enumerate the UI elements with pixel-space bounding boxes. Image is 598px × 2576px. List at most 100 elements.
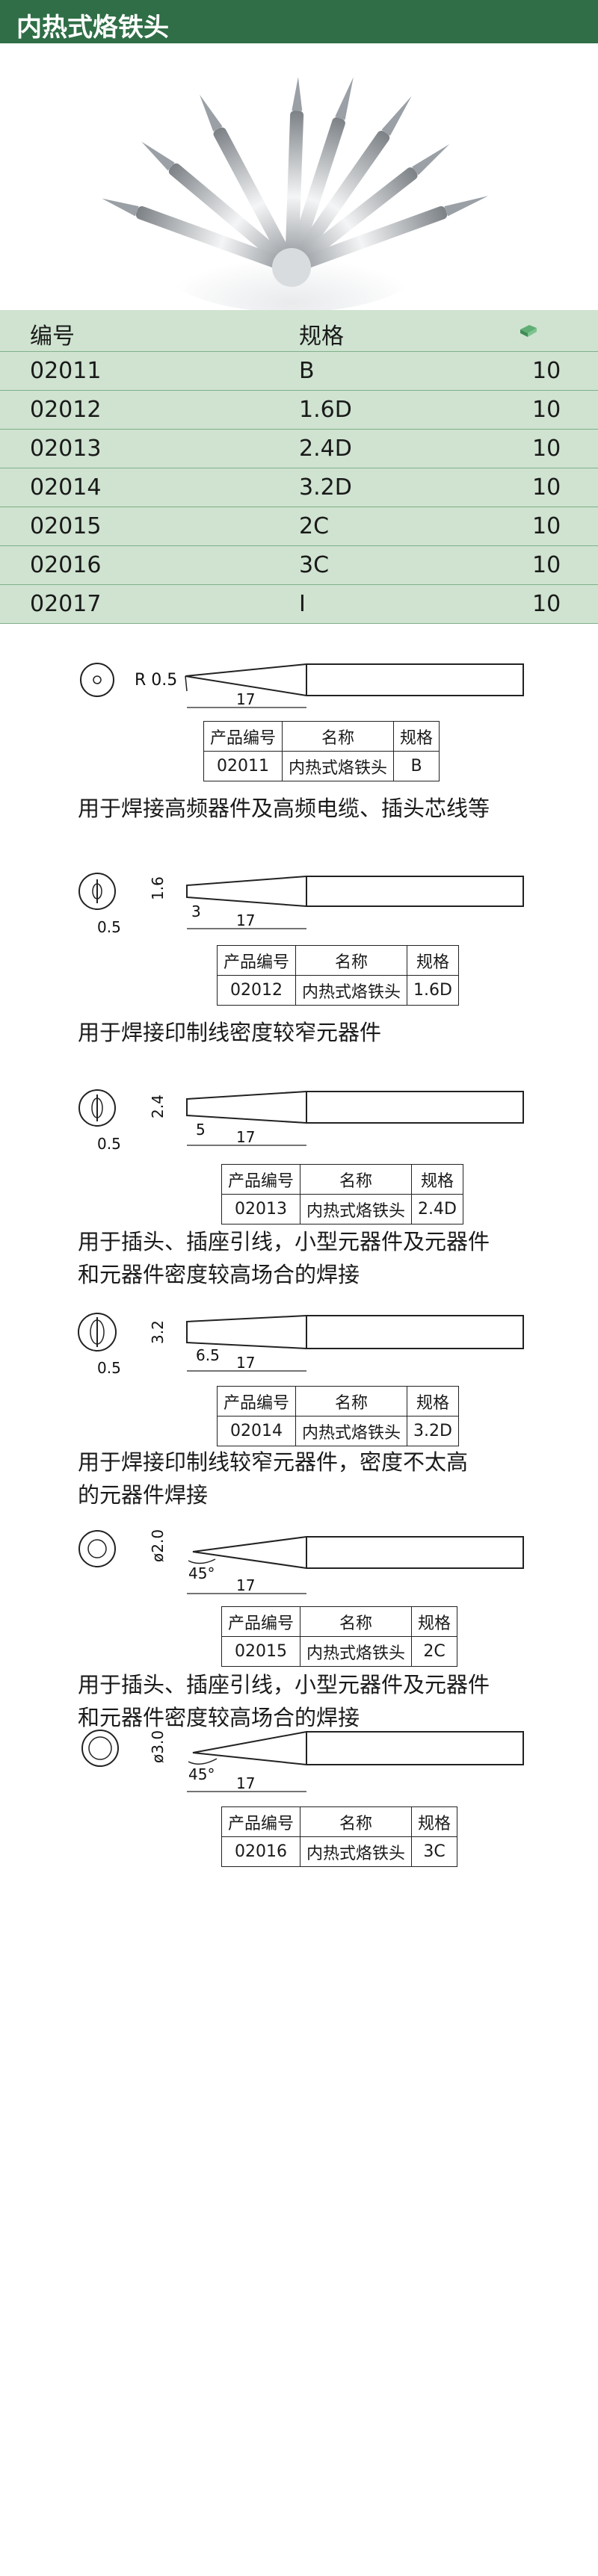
cell-spec: 1.6D xyxy=(299,397,352,423)
tip-spec: 1.6D xyxy=(407,975,459,1006)
tip-spec: 3C xyxy=(411,1836,458,1867)
cell-spec: 2C xyxy=(299,513,330,539)
dim-angle: 45° xyxy=(188,1564,215,1582)
desc-line: 的元器件焊接 xyxy=(78,1482,209,1508)
cell-qty: 10 xyxy=(532,436,561,462)
spec-row: 02014 3.2D 10 xyxy=(0,468,598,507)
desc-line: 用于插头、插座引线，小型元器件及元器件 xyxy=(78,1229,490,1254)
tip-drawing-3c-visible: ø3.0 45° 17 xyxy=(81,1730,524,1792)
label-code: 产品编号 xyxy=(221,1164,301,1195)
tip-code: 02015 xyxy=(221,1636,301,1667)
tip-drawing-3-2d: 0.5 3.2 6.5 17 xyxy=(78,1313,524,1377)
label-code: 产品编号 xyxy=(216,1386,297,1417)
desc-line: 用于焊接印制线密度较窄元器件 xyxy=(78,1020,382,1045)
header-bar: 内热式烙铁头 xyxy=(0,0,598,43)
label-name: 名称 xyxy=(300,1806,413,1837)
label-spec: 规格 xyxy=(411,1164,463,1195)
desc-line: 和元器件密度较高场合的焊接 xyxy=(78,1705,360,1730)
cell-code: 02012 xyxy=(30,397,102,423)
dim-angle: 45° xyxy=(188,1765,215,1783)
cell-spec: 3.2D xyxy=(299,474,352,501)
label-code: 产品编号 xyxy=(221,1606,301,1637)
cell-qty: 10 xyxy=(532,397,561,423)
tip-spec: 2.4D xyxy=(411,1194,463,1224)
tip-code: 02014 xyxy=(216,1416,297,1446)
tip-drawing-1-6d: 0.5 1.6 3 17 xyxy=(78,873,524,936)
cell-code: 02016 xyxy=(30,552,102,578)
desc-line: 和元器件密度较高场合的焊接 xyxy=(78,1262,360,1287)
cell-qty: 10 xyxy=(532,474,561,501)
tip-spec: 2C xyxy=(411,1636,458,1667)
tip-name: 内热式烙铁头 xyxy=(282,751,395,781)
cell-spec: I xyxy=(299,591,306,617)
spec-header-row: 编号 规格 xyxy=(0,310,598,352)
label-spec: 规格 xyxy=(411,1606,458,1637)
dim-length: 17 xyxy=(236,1354,255,1372)
page-title: 内热式烙铁头 xyxy=(16,13,169,43)
cell-spec: 2.4D xyxy=(299,436,352,462)
label-spec: 规格 xyxy=(393,721,440,752)
cell-code: 02014 xyxy=(30,474,102,501)
header-spec: 规格 xyxy=(299,323,344,350)
label-code: 产品编号 xyxy=(203,721,283,752)
label-name: 名称 xyxy=(300,1164,413,1195)
tip-spec: 3.2D xyxy=(407,1416,459,1446)
label-name: 名称 xyxy=(295,1386,408,1417)
spec-row: 02013 2.4D 10 xyxy=(0,430,598,468)
cell-code: 02017 xyxy=(30,591,102,617)
label-name: 名称 xyxy=(295,945,408,976)
label-code: 产品编号 xyxy=(216,945,297,976)
cell-spec: B xyxy=(299,358,315,384)
tip-name: 内热式烙铁头 xyxy=(295,1416,408,1446)
tip-desc: 用于焊接印制线密度较窄元器件 xyxy=(78,1016,381,1049)
dim-length: 17 xyxy=(236,690,255,708)
tip-name: 内热式烙铁头 xyxy=(300,1836,413,1867)
spec-row: 02017 I 10 xyxy=(0,585,598,624)
label-spec: 规格 xyxy=(407,945,459,976)
tip-name: 内热式烙铁头 xyxy=(300,1636,413,1667)
tip-desc: 用于焊接印制线较窄元器件，密度不太高的元器件焊接 xyxy=(78,1446,468,1511)
dim-length: 17 xyxy=(236,1774,255,1792)
dim-thickness: 0.5 xyxy=(97,1359,121,1377)
label-name: 名称 xyxy=(300,1606,413,1637)
label-spec: 规格 xyxy=(407,1386,459,1417)
dim-length: 17 xyxy=(236,1128,255,1146)
cell-qty: 10 xyxy=(532,591,561,617)
desc-line: 用于焊接高频器件及高频电缆、插头芯线等 xyxy=(78,796,490,821)
tip-drawing-b: R 0.5 17 xyxy=(80,663,524,708)
dim-width: 3.2 xyxy=(149,1320,167,1344)
dim-thickness: 0.5 xyxy=(97,1135,121,1153)
label-name: 名称 xyxy=(282,721,395,752)
desc-line: 用于插头、插座引线，小型元器件及元器件 xyxy=(78,1672,490,1697)
dim-flat: 6.5 xyxy=(196,1346,220,1364)
tip-code: 02016 xyxy=(221,1836,301,1867)
cell-qty: 10 xyxy=(532,513,561,539)
header-code: 编号 xyxy=(30,323,75,350)
cell-code: 02013 xyxy=(30,436,102,462)
dim-flat: 5 xyxy=(196,1121,206,1139)
dim-flat: 3 xyxy=(191,902,201,920)
tip-desc: 用于插头、插座引线，小型元器件及元器件和元器件密度较高场合的焊接 xyxy=(78,1668,490,1734)
package-quantity-icon xyxy=(520,325,537,337)
tip-desc: 用于插头、插座引线，小型元器件及元器件和元器件密度较高场合的焊接 xyxy=(78,1225,490,1291)
tip-name: 内热式烙铁头 xyxy=(295,975,408,1006)
label-spec: 规格 xyxy=(411,1806,458,1837)
dim-width: 1.6 xyxy=(149,876,167,900)
tip-code: 02011 xyxy=(203,751,283,781)
desc-line: 用于焊接印制线较窄元器件，密度不太高 xyxy=(78,1449,469,1475)
tip-name: 内热式烙铁头 xyxy=(300,1194,413,1224)
cell-spec: 3C xyxy=(299,552,330,578)
